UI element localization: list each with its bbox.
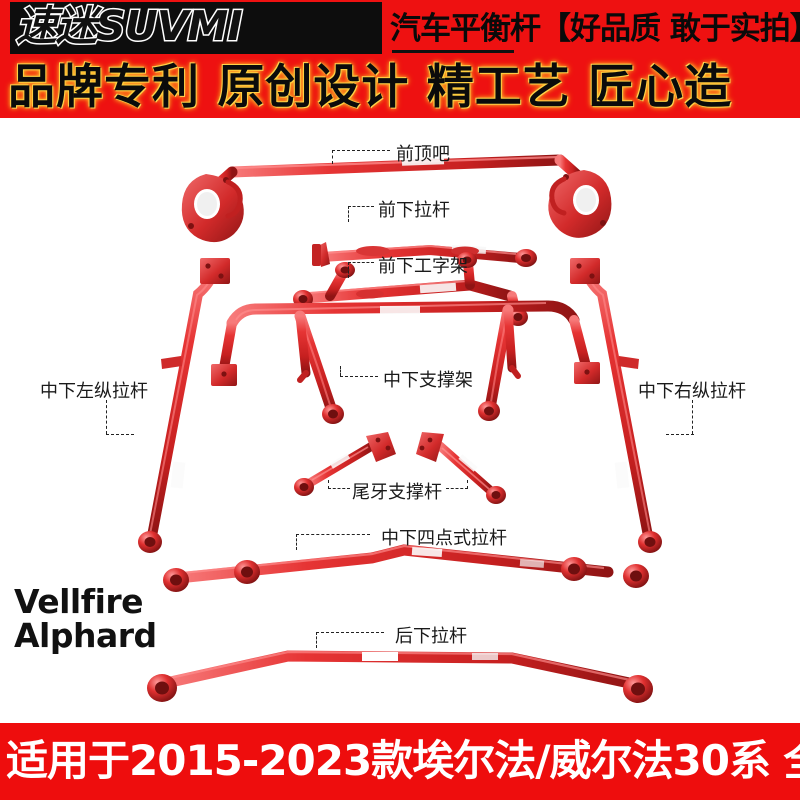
header-top-row: 速迷SUVMI 汽车平衡杆【好品质 敢于实拍】: [0, 0, 800, 57]
vehicle-model-name: Vellfire Alphard: [14, 585, 234, 653]
header-tagline: 品牌专利 原创设计 精工艺 匠心造: [8, 60, 733, 115]
vehicle-model-line2: Alphard: [14, 616, 157, 655]
header-bottom-row: 品牌专利 原创设计 精工艺 匠心造: [0, 57, 800, 118]
part-mid-lower-right-rod: [570, 258, 662, 553]
callout-label-mid-lower-right-rod: 中下右纵拉杆: [638, 381, 746, 402]
footer-fitment-text: 适用于2015-2023款埃尔法/威尔法30系 全套10件: [6, 736, 800, 785]
part-mid-lower-support-frame: [211, 300, 600, 424]
part-diff-support-rod-right: [416, 432, 506, 504]
vehicle-model-line1: Vellfire: [14, 582, 144, 621]
header-subtitle: 汽车平衡杆【好品质 敢于实拍】: [390, 11, 800, 47]
callout-label-front-lower-h-frame: 前下工字架: [378, 256, 468, 277]
callout-label-mid-lower-4point-rod: 中下四点式拉杆: [381, 528, 507, 549]
header-banner: 速迷SUVMI 汽车平衡杆【好品质 敢于实拍】 品牌专利 原创设计 精工艺 匠心…: [0, 0, 800, 118]
brand-logo-plate: [10, 2, 382, 54]
callout-label-front-top-bar: 前顶吧: [396, 144, 450, 165]
callout-label-rear-lower-tie-rod: 后下拉杆: [395, 626, 467, 647]
header-subtitle-underline: [392, 50, 514, 53]
product-parts-diagram: [138, 154, 662, 703]
callout-label-mid-lower-left-rod: 中下左纵拉杆: [40, 381, 148, 402]
brand-logo-text: 速迷SUVMI: [15, 1, 245, 52]
part-front-top-bar: [181, 154, 612, 243]
part-mid-lower-4point-rod: [163, 544, 649, 592]
callout-label-mid-lower-support: 中下支撑架: [383, 370, 473, 391]
callout-label-front-lower-tie-rod: 前下拉杆: [378, 200, 450, 221]
footer-banner: 适用于2015-2023款埃尔法/威尔法30系 全套10件: [0, 723, 800, 800]
part-mid-lower-left-rod: [138, 258, 230, 553]
part-diff-support-rod-left: [294, 432, 396, 496]
callout-label-diff-support-rod: 尾牙支撑杆: [352, 482, 442, 503]
part-rear-lower-tie-rod: [147, 650, 653, 703]
